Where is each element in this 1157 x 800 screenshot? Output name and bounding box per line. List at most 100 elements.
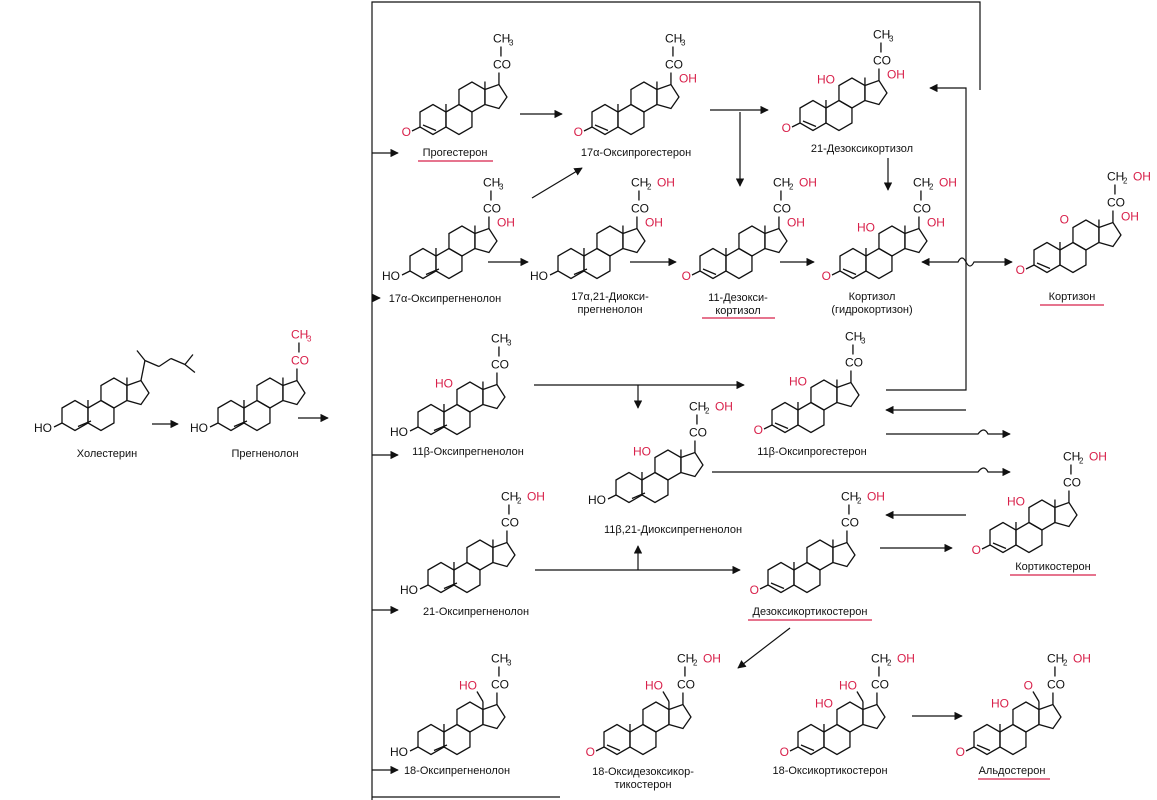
label-21-deoxycortisol: 21-Дезоксикортизол bbox=[811, 143, 913, 155]
ring-a bbox=[973, 723, 1001, 756]
c21-methyl: CH bbox=[491, 652, 508, 666]
double-bond-c4 bbox=[770, 582, 785, 590]
label-aldosterone: Альдостерон bbox=[979, 765, 1046, 777]
arrow-deoxycorticosterone-18-hydroxy bbox=[737, 627, 791, 669]
label-18-hydroxydeoxycorticosterone-line2: тикостерон bbox=[614, 779, 671, 791]
double-bond-c5 bbox=[433, 424, 448, 432]
double-bond-c5 bbox=[573, 268, 588, 276]
c20-carbonyl: CO bbox=[1063, 476, 1081, 490]
c18-hydroxyl: HO bbox=[839, 679, 857, 693]
ring-a bbox=[615, 471, 643, 504]
c21-methyl: CH bbox=[845, 330, 862, 344]
c21-hydroxyl: OH bbox=[715, 400, 733, 414]
ring-d bbox=[484, 83, 508, 110]
c17-hydroxyl: OH bbox=[1121, 210, 1139, 224]
ring-a bbox=[591, 103, 619, 136]
c21-methylene: CH bbox=[1107, 170, 1124, 184]
ring-c bbox=[596, 225, 624, 257]
c3-keto: O bbox=[574, 125, 583, 139]
c3-hydroxyl: HO bbox=[530, 269, 548, 283]
double-bond-c4 bbox=[800, 744, 815, 752]
c18-chain bbox=[856, 691, 864, 702]
ring-c bbox=[630, 81, 658, 113]
c20-carbonyl: CO bbox=[841, 516, 859, 530]
ring-a bbox=[989, 521, 1017, 554]
subscript-2: 2 bbox=[857, 497, 862, 506]
double-bond-c5 bbox=[443, 582, 458, 590]
c3-bond bbox=[595, 746, 605, 752]
c11-hydroxyl: HO bbox=[633, 445, 651, 459]
label-11-deoxycortisol-line1: 11-Дезокси- bbox=[708, 292, 768, 304]
c11-hydroxyl: HO bbox=[435, 377, 453, 391]
ring-c bbox=[654, 449, 682, 481]
ring-c bbox=[836, 701, 864, 733]
ring-c bbox=[1072, 219, 1100, 251]
subscript-2: 2 bbox=[517, 497, 522, 506]
c21-methylene: CH bbox=[501, 490, 518, 504]
c18-aldehyde: O bbox=[1024, 679, 1033, 693]
side-chain-2 bbox=[144, 359, 160, 368]
c21-hydroxyl: OH bbox=[1073, 652, 1091, 666]
c3-keto: O bbox=[402, 125, 411, 139]
ring-d bbox=[1038, 703, 1062, 730]
c3-hydroxyl: HO bbox=[34, 421, 52, 435]
c3-hydroxyl: HO bbox=[390, 745, 408, 759]
label-17a21-dihydroxypregnenolone-line1: 17α,21-Диокси- bbox=[571, 291, 649, 303]
c3-bond bbox=[1025, 264, 1035, 270]
c3-bond bbox=[759, 584, 769, 590]
arrow-11b21-corticosterone bbox=[712, 467, 1011, 477]
ring-c bbox=[100, 377, 128, 409]
ring-a bbox=[417, 723, 445, 756]
subscript-2: 2 bbox=[647, 183, 652, 192]
ring-d bbox=[126, 379, 150, 406]
ring-a bbox=[839, 247, 867, 280]
double-bond-c5 bbox=[631, 492, 646, 500]
c18-hydroxyl: HO bbox=[645, 679, 663, 693]
ring-d bbox=[832, 541, 856, 568]
c21-hydroxyl: OH bbox=[939, 176, 957, 190]
double-bond-c4 bbox=[702, 268, 717, 276]
double-bond-c4 bbox=[992, 542, 1007, 550]
ring-c bbox=[456, 701, 484, 733]
double-bond-c4 bbox=[774, 422, 789, 430]
label-progesterone: Прогестерон bbox=[423, 147, 488, 159]
c3-keto: O bbox=[682, 269, 691, 283]
c3-bond bbox=[53, 422, 63, 428]
c11-hydroxyl: HO bbox=[1007, 495, 1025, 509]
reaction-arrows bbox=[152, 83, 1013, 775]
label-pregnenolone: Прегненолон bbox=[231, 448, 298, 460]
c3-hydroxyl: HO bbox=[382, 269, 400, 283]
ring-d bbox=[482, 383, 506, 410]
subscript-2: 2 bbox=[693, 659, 698, 668]
c3-keto: O bbox=[822, 269, 831, 283]
ring-d bbox=[282, 379, 306, 406]
ring-c bbox=[806, 539, 834, 571]
ring-d bbox=[622, 227, 646, 254]
subscript-3: 3 bbox=[507, 659, 512, 668]
ring-a bbox=[771, 401, 799, 434]
c20-carbonyl: CO bbox=[845, 356, 863, 370]
subscript-3: 3 bbox=[889, 35, 894, 44]
ring-d bbox=[492, 541, 516, 568]
ring-d bbox=[862, 703, 886, 730]
ring-a bbox=[557, 247, 585, 280]
c3-bond bbox=[789, 746, 799, 752]
subscript-3: 3 bbox=[307, 335, 312, 344]
label-11b-hydroxypregnenolone: 11β-Оксипрегненолон bbox=[412, 446, 524, 458]
c17-hydroxyl: OH bbox=[679, 72, 697, 86]
c11-hydroxyl: HO bbox=[815, 697, 833, 711]
label-21-hydroxypregnenolone: 21-Оксипрегненолон bbox=[423, 606, 529, 618]
c21-methylene: CH bbox=[1047, 652, 1064, 666]
c11-keto: O bbox=[1060, 213, 1069, 227]
ring-d bbox=[656, 83, 680, 110]
c3-bond bbox=[209, 422, 219, 428]
